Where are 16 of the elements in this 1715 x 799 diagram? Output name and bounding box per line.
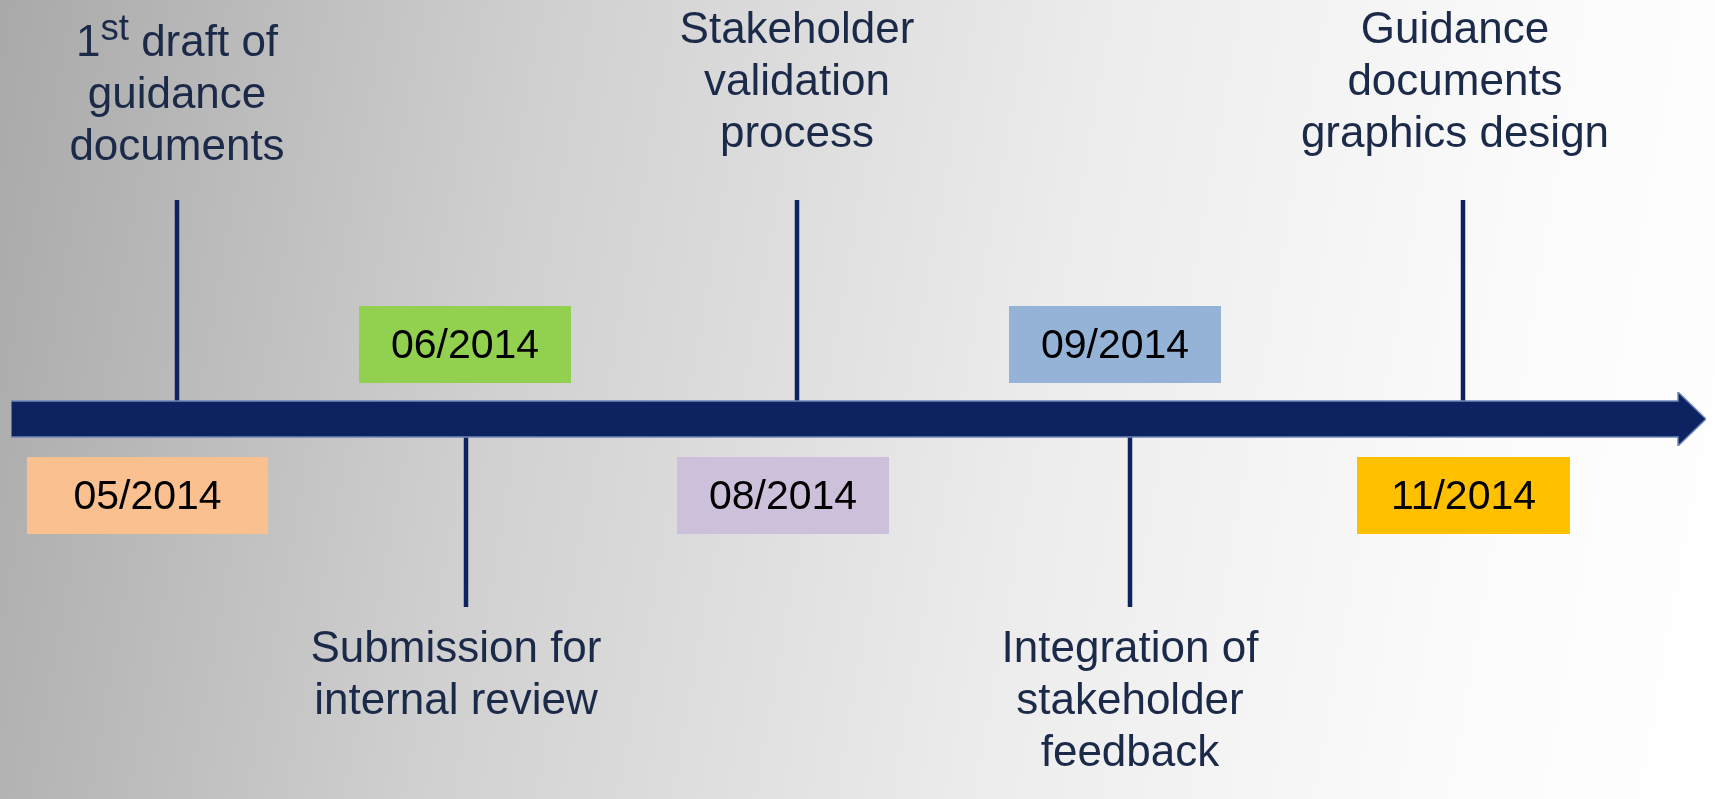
connector-line (174, 200, 180, 401)
milestone-label: Guidance documents graphics design (1290, 0, 1620, 200)
milestone-label: 1$^{st}$ draft of guidance documents (27, 0, 327, 200)
connector-line (463, 437, 469, 607)
date-tag: 08/2014 (677, 457, 889, 534)
connector-line (1460, 200, 1466, 401)
date-tag: 05/2014 (27, 457, 268, 534)
connector-line (1127, 437, 1133, 607)
milestone-label: Submission for internal review (296, 607, 616, 799)
date-tag: 06/2014 (359, 306, 571, 383)
connector-line (794, 200, 800, 401)
milestone-label: Stakeholder validation process (647, 0, 947, 200)
milestone-label: Integration of stakeholder feedback (970, 607, 1290, 799)
date-tag: 11/2014 (1357, 457, 1570, 534)
timeline-arrow (11, 392, 1706, 446)
date-tag: 09/2014 (1009, 306, 1221, 383)
